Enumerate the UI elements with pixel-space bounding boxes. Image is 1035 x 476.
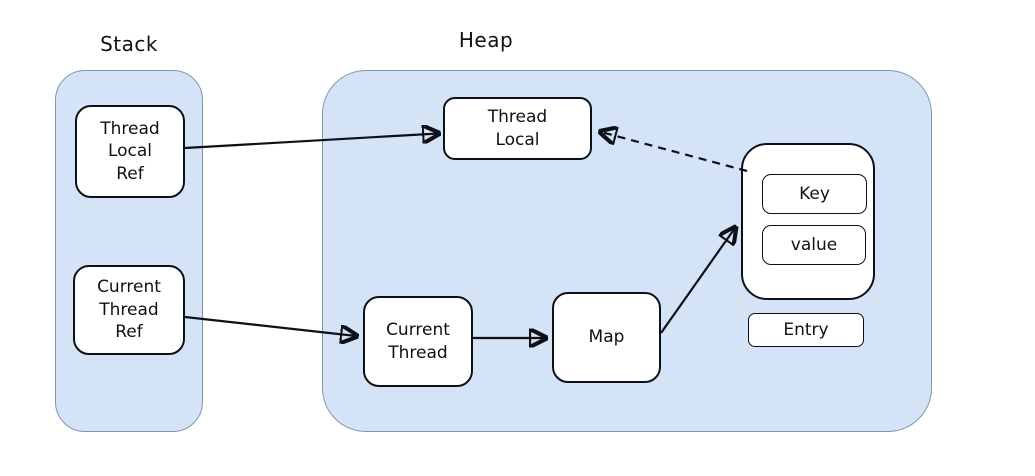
node-map: Map bbox=[552, 292, 661, 383]
node-thread-local-ref: Thread Local Ref bbox=[75, 105, 185, 198]
heap-region-label: Heap bbox=[458, 28, 514, 52]
node-entry-container: Key value bbox=[741, 143, 875, 300]
node-current-thread-ref: Current Thread Ref bbox=[73, 265, 185, 355]
stack-region-label: Stack bbox=[100, 32, 158, 56]
node-thread-local: Thread Local bbox=[443, 97, 592, 160]
node-entry-label: Entry bbox=[748, 313, 864, 347]
node-entry-value: value bbox=[762, 225, 866, 265]
node-current-thread: Current Thread bbox=[363, 296, 473, 387]
node-entry-key: Key bbox=[762, 174, 867, 214]
